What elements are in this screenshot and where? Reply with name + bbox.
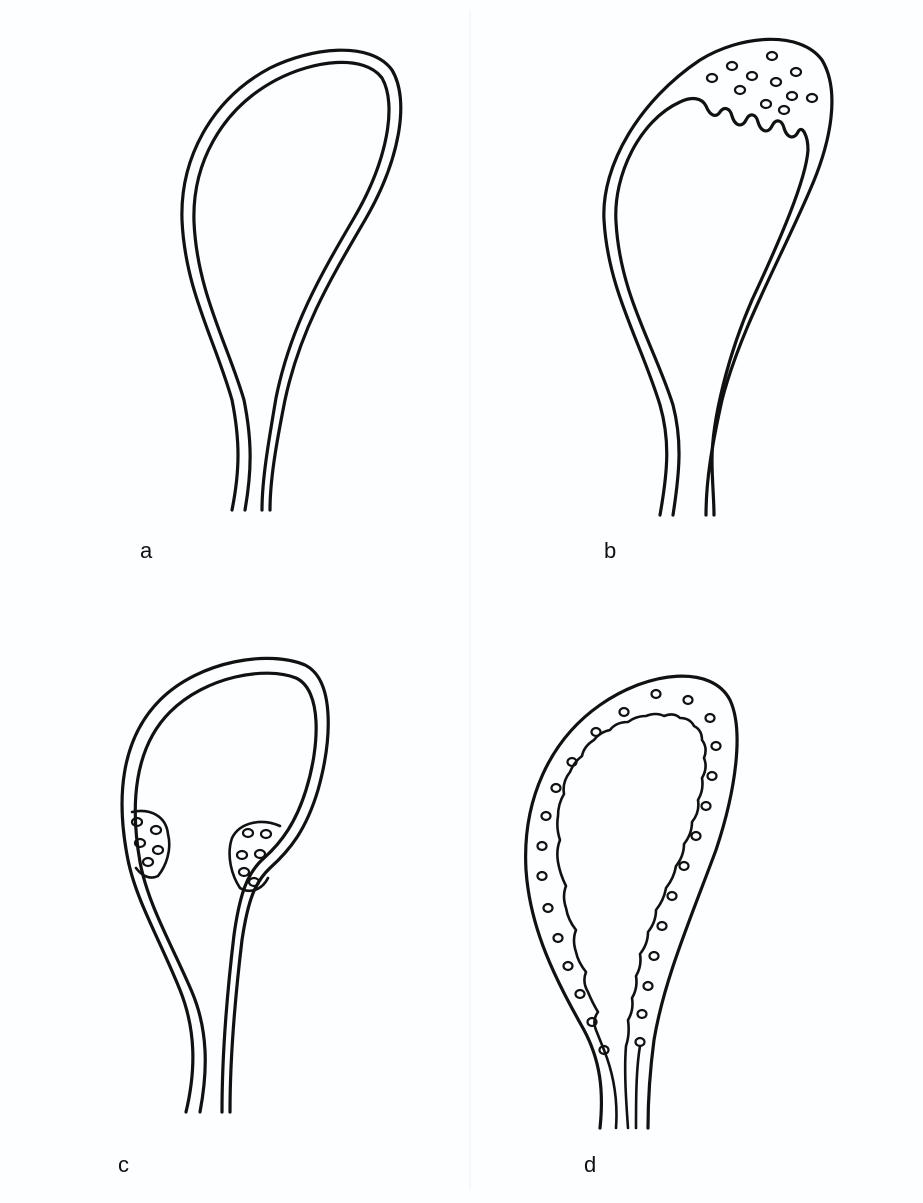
panel-label-d: d	[584, 1152, 596, 1178]
panel-b-sac	[604, 39, 832, 515]
panel-a-outer-wall	[182, 50, 401, 510]
panel-d-sac	[526, 676, 737, 1128]
panel-b-outer-wall	[604, 39, 832, 515]
panel-label-a: a	[140, 538, 152, 564]
panel-d-cell-row	[538, 690, 721, 1054]
panel-c-inner-wall	[135, 673, 316, 1112]
panel-a-sac	[182, 50, 401, 510]
panel-d-inner-lining	[557, 714, 705, 1128]
panel-a-inner-wall	[194, 62, 389, 510]
panel-d-stalk-line	[636, 1046, 640, 1128]
panel-b-inner-wall	[616, 99, 808, 515]
panel-b-cell-cluster	[707, 52, 817, 114]
panel-c-sac	[122, 658, 328, 1112]
panel-label-b: b	[604, 538, 616, 564]
panel-label-c: c	[118, 1152, 129, 1178]
